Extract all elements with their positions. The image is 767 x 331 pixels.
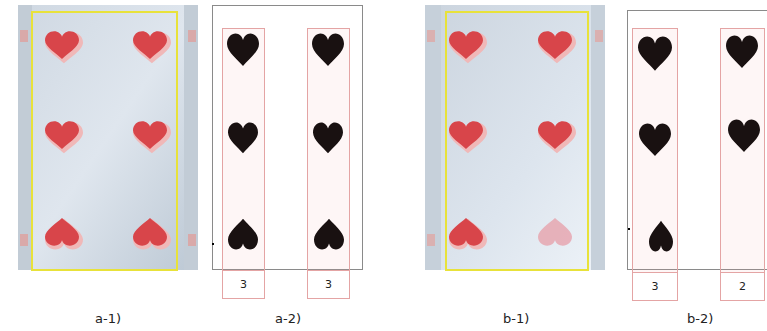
panel-label: a-2) bbox=[275, 311, 301, 327]
count-cell: 2 bbox=[721, 272, 764, 300]
panel-label: b-1) bbox=[503, 311, 529, 327]
count-cell: 3 bbox=[223, 270, 264, 298]
panel-label: a-1) bbox=[95, 311, 121, 327]
column-box: 3 bbox=[632, 28, 678, 301]
card-photo bbox=[18, 5, 198, 270]
card-photo bbox=[425, 5, 605, 270]
count-number: 3 bbox=[240, 278, 247, 291]
panel-label: b-2) bbox=[687, 311, 713, 327]
column-box: 2 bbox=[720, 28, 765, 301]
count-cell: 3 bbox=[633, 272, 677, 300]
column-box: 3 bbox=[222, 28, 265, 299]
count-number: 2 bbox=[739, 280, 746, 293]
count-number: 3 bbox=[325, 278, 332, 291]
count-cell: 3 bbox=[308, 270, 349, 298]
count-number: 3 bbox=[652, 280, 659, 293]
column-box: 3 bbox=[307, 28, 350, 299]
